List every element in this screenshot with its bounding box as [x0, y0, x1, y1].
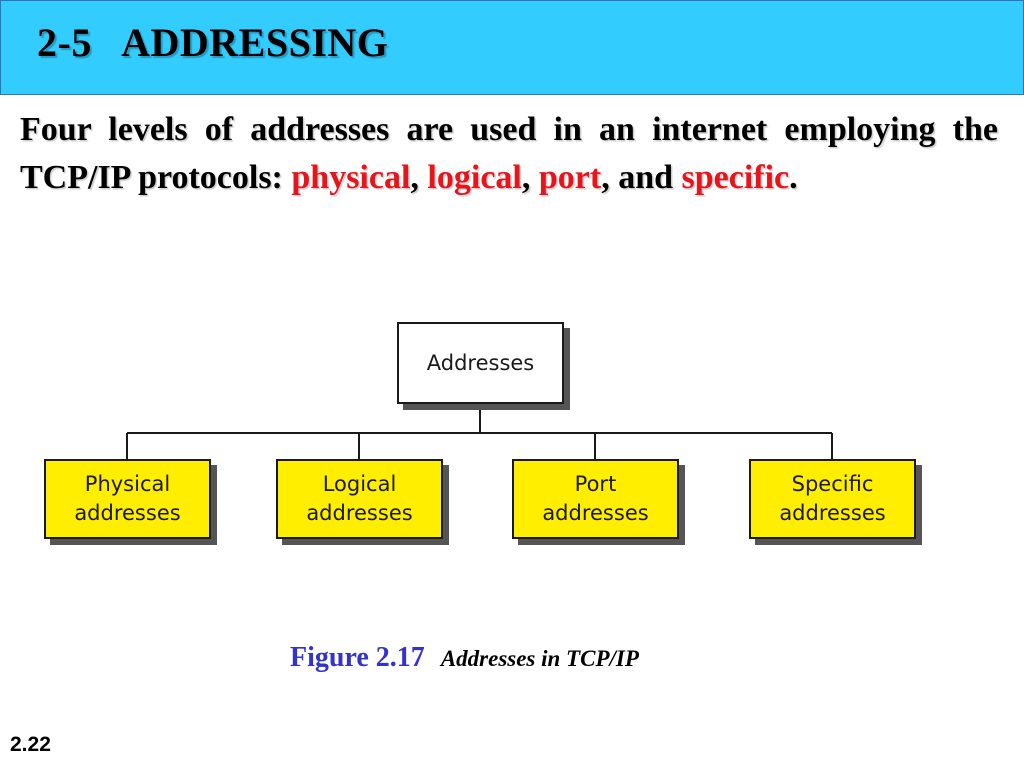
box-label-line2: addresses	[779, 501, 886, 525]
keyword-port: port	[538, 159, 602, 196]
page-number: 2.22	[10, 733, 51, 756]
keyword-logical: logical	[427, 159, 522, 196]
title-bar: 2-5 ADDRESSING	[0, 0, 1024, 95]
figure-number: Figure 2.17	[290, 642, 425, 673]
figure-title: Addresses in TCP/IP	[440, 646, 639, 671]
root-label: Addresses	[426, 350, 535, 375]
keyword-physical: physical	[291, 159, 411, 196]
box-label-line2: addresses	[306, 501, 413, 525]
intro-separator: ,	[410, 159, 428, 196]
intro-paragraph: Four levels of addresses are used in an …	[20, 106, 998, 202]
box-label-line1: Logical	[322, 472, 397, 496]
intro-text: Four levels of addresses are used in an …	[20, 111, 998, 196]
slide-title: 2-5 ADDRESSING	[37, 20, 389, 65]
physical-addresses-box: Physical addresses	[44, 459, 211, 539]
box-label-line2: addresses	[542, 501, 649, 525]
addresses-root-box: Addresses	[397, 322, 564, 404]
keyword-specific: specific	[681, 159, 790, 196]
specific-addresses-box: Specific addresses	[749, 459, 916, 539]
box-label-line1: Port	[574, 472, 617, 496]
intro-separator: ,	[521, 159, 539, 196]
figure-caption: Figure 2.17 Addresses in TCP/IP	[290, 642, 639, 674]
box-label-line1: Specific	[791, 472, 874, 496]
port-addresses-box: Port addresses	[512, 459, 679, 539]
box-label-line2: addresses	[74, 501, 181, 525]
intro-period: .	[789, 159, 798, 196]
intro-separator: , and	[601, 159, 682, 196]
box-label-line1: Physical	[84, 472, 171, 496]
logical-addresses-box: Logical addresses	[276, 459, 443, 539]
